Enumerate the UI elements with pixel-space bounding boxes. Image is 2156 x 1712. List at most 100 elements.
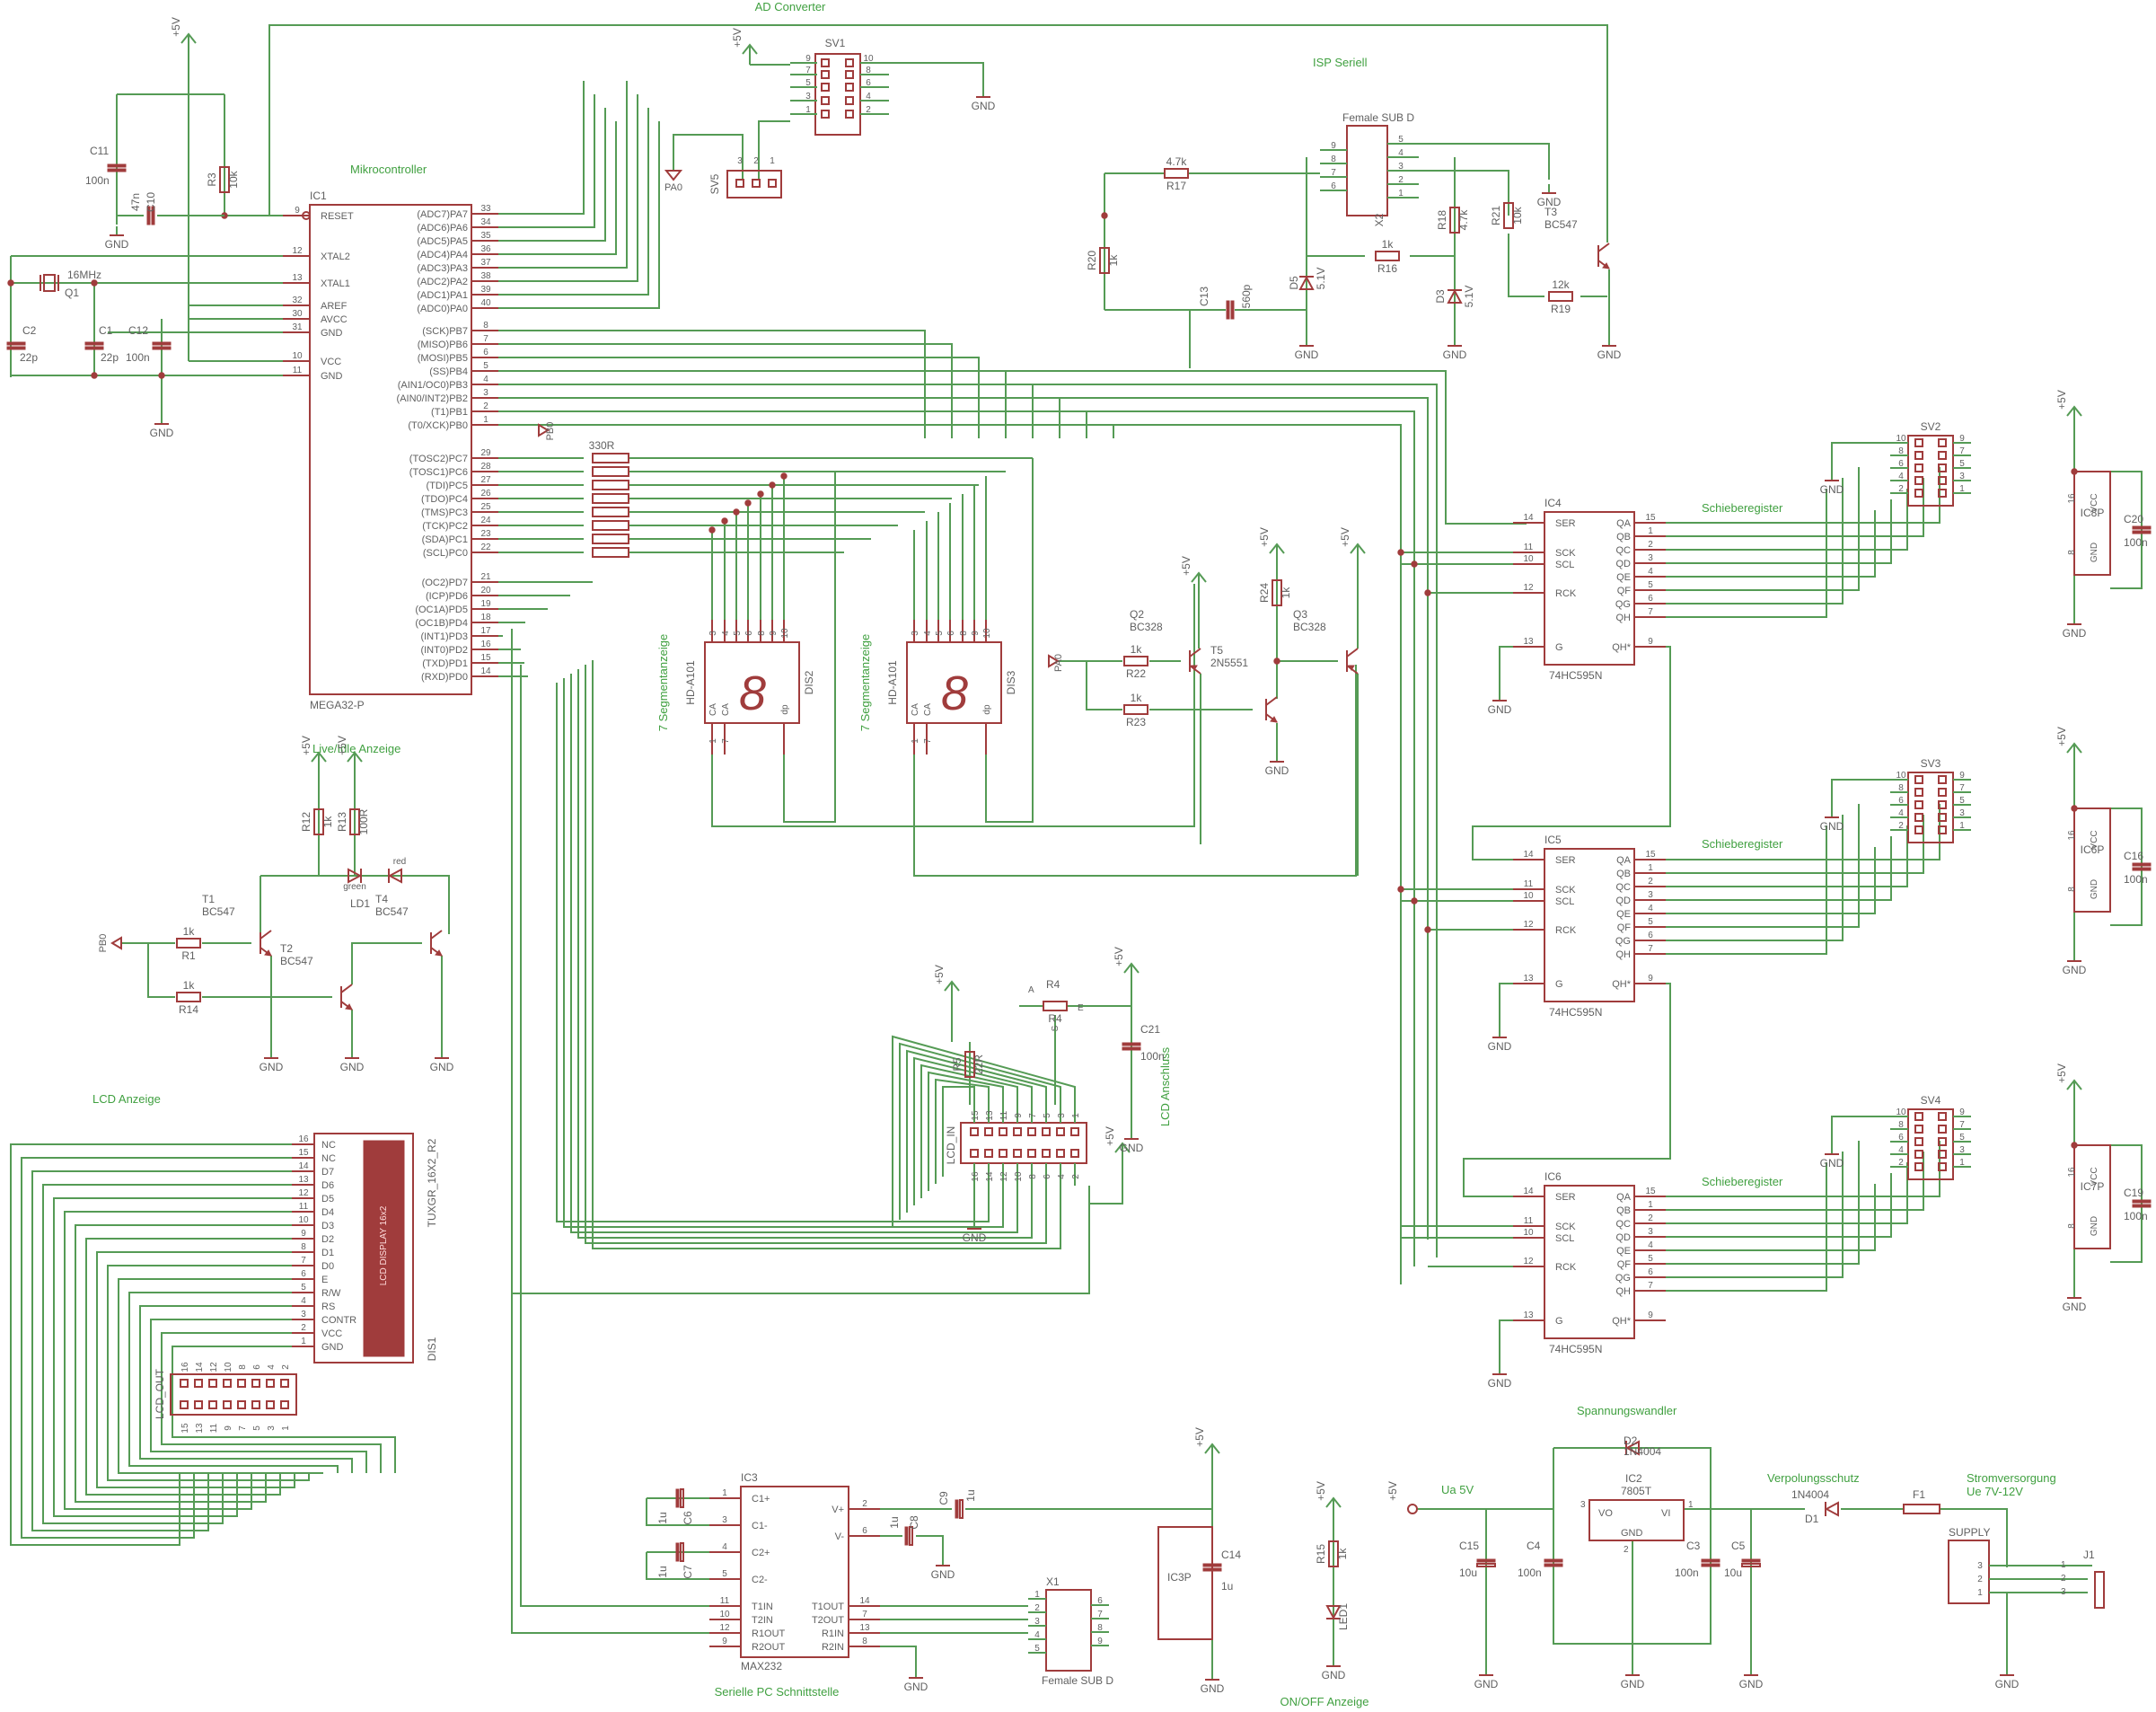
sr-out xyxy=(1666,478,1844,604)
header-pin-icon xyxy=(266,1379,275,1388)
sr-pin-name: G xyxy=(1555,642,1563,653)
sr-pin-number: 2 xyxy=(1648,1213,1653,1223)
lcd-out-header xyxy=(170,1373,297,1416)
lcd-bus xyxy=(892,1035,1076,1227)
resistor-body xyxy=(1164,168,1189,179)
title-schieberegister-3: Schieberegister xyxy=(1702,1175,1783,1188)
sr-header-pin-number: 6 xyxy=(1898,1133,1904,1143)
gnd-label: GND xyxy=(1621,1678,1645,1690)
sr-pin-number: 10 xyxy=(1523,554,1534,564)
resistor-value: 1k xyxy=(1131,692,1143,704)
vcc-label: +5V xyxy=(170,17,182,37)
vcc-label: +5V xyxy=(1104,1126,1116,1146)
junction-dot xyxy=(757,490,764,498)
max-pin-name: C1- xyxy=(752,1521,768,1531)
sr-out xyxy=(1666,836,1892,901)
sr-pin-number: 13 xyxy=(1523,974,1534,984)
lcd-bus xyxy=(935,1078,990,1184)
vcc-arrow-icon xyxy=(180,32,197,44)
sv1-pin-number: 3 xyxy=(805,92,811,101)
zener-icon xyxy=(1447,288,1463,304)
ic1-pin-name: (OC1A)PD5 xyxy=(415,604,468,615)
ic1-pin-number: 25 xyxy=(480,502,491,512)
sr-pin-name: QD xyxy=(1616,896,1632,906)
sv1-pin-number: 1 xyxy=(805,105,811,115)
header-pin-icon xyxy=(1914,1137,1923,1146)
sv1-pin-number: 10 xyxy=(863,54,874,64)
sv5-header xyxy=(726,170,782,199)
resistor-name: R23 xyxy=(1126,716,1146,728)
lcd-pin-number: 2 xyxy=(301,1323,306,1333)
ic1-pin-number: 23 xyxy=(480,529,491,539)
t1-value: BC547 xyxy=(202,905,235,918)
sr-pin-name: QH* xyxy=(1612,1316,1632,1327)
lcd-bus xyxy=(570,674,1018,1233)
sr-header-name: SV2 xyxy=(1921,420,1941,433)
c15-name: C15 xyxy=(1459,1540,1479,1552)
ic1-part: MEGA32-P xyxy=(310,699,365,711)
sr-ic-name: IC5 xyxy=(1544,834,1562,846)
capacitor-plate xyxy=(2132,1204,2152,1208)
f1-name: F1 xyxy=(1913,1488,1925,1501)
sr-pin-number: 7 xyxy=(1648,607,1653,617)
header-pin-icon xyxy=(970,1127,979,1136)
header-pin-icon xyxy=(1914,813,1923,822)
j1-pin: 2 xyxy=(2061,1574,2066,1584)
c2-name: C2 xyxy=(22,324,37,337)
ic1-pin-number: 37 xyxy=(480,258,491,268)
lcd-pin-number: 8 xyxy=(301,1242,306,1252)
dis-pin-number: 5 xyxy=(935,631,945,636)
sv5-pin-number: 2 xyxy=(753,156,759,166)
resistor-value: 22R xyxy=(972,1055,985,1074)
t4-value: BC547 xyxy=(375,905,409,918)
lcd-pin-name: D1 xyxy=(321,1248,334,1258)
resistor-name: R12 xyxy=(300,812,312,832)
capacitor-plate xyxy=(6,346,26,350)
vcc-label: +5V xyxy=(1315,1481,1327,1501)
dis-pin-number: 7 xyxy=(721,738,731,744)
sr-pin-name: QE xyxy=(1616,572,1631,583)
sr-power-name: IC8P xyxy=(2081,507,2105,519)
ic1-pin-name: (RXD)PD0 xyxy=(421,672,468,683)
ic1-pin-name: VCC xyxy=(321,357,341,367)
header-pin-icon xyxy=(1938,825,1947,834)
title-mikrocontroller: Mikrocontroller xyxy=(350,163,427,176)
header-pin-icon xyxy=(1914,788,1923,797)
sr-header-pin-number: 8 xyxy=(1898,1120,1904,1130)
resistor-body xyxy=(1375,251,1400,261)
ic1-pin-number: 35 xyxy=(480,231,491,241)
lcd-out-pin-number: 1 xyxy=(281,1425,291,1431)
vcc-arrow-icon xyxy=(1123,962,1140,974)
capacitor-plate xyxy=(84,346,104,350)
header-pin-icon xyxy=(1914,451,1923,460)
title-schieberegister-2: Schieberegister xyxy=(1702,837,1783,851)
lcd-pin-number: 12 xyxy=(298,1188,309,1198)
gnd-label: GND xyxy=(1739,1678,1764,1690)
x1-pin-number: 4 xyxy=(1034,1630,1040,1640)
max-pin-name: R1IN xyxy=(822,1628,844,1639)
lcd-out-pin-number: 12 xyxy=(209,1362,219,1372)
pa-wire xyxy=(498,81,628,269)
sr-out xyxy=(1666,1141,1860,1265)
lcd-in-pin-number: 3 xyxy=(1057,1113,1067,1118)
resistor-value: 12k xyxy=(1552,278,1570,291)
header-pin-icon xyxy=(1914,1125,1923,1134)
lcd-in-pin-number: 14 xyxy=(985,1171,995,1182)
header-pin-icon xyxy=(1914,1162,1923,1171)
sr-pin-name: QH xyxy=(1616,949,1632,960)
ic1-pin-name: (ADC1)PA1 xyxy=(417,290,468,301)
lcd-out-name: LCD_OUT xyxy=(154,1368,166,1419)
pb-wire xyxy=(498,343,953,438)
t1-name: T1 xyxy=(202,893,215,905)
ld1-name: LD1 xyxy=(350,897,370,910)
gnd-label: GND xyxy=(931,1568,955,1581)
sr-gnd xyxy=(1499,646,1513,692)
junction-dot xyxy=(769,481,776,489)
sr-pin-number: 6 xyxy=(1648,594,1653,604)
sr-out xyxy=(1666,1162,1827,1292)
resistor-value: 1k xyxy=(1107,254,1120,267)
header-pin-icon xyxy=(223,1400,232,1409)
dis-pin-number: 5 xyxy=(733,631,743,636)
max-wire xyxy=(880,1646,917,1671)
